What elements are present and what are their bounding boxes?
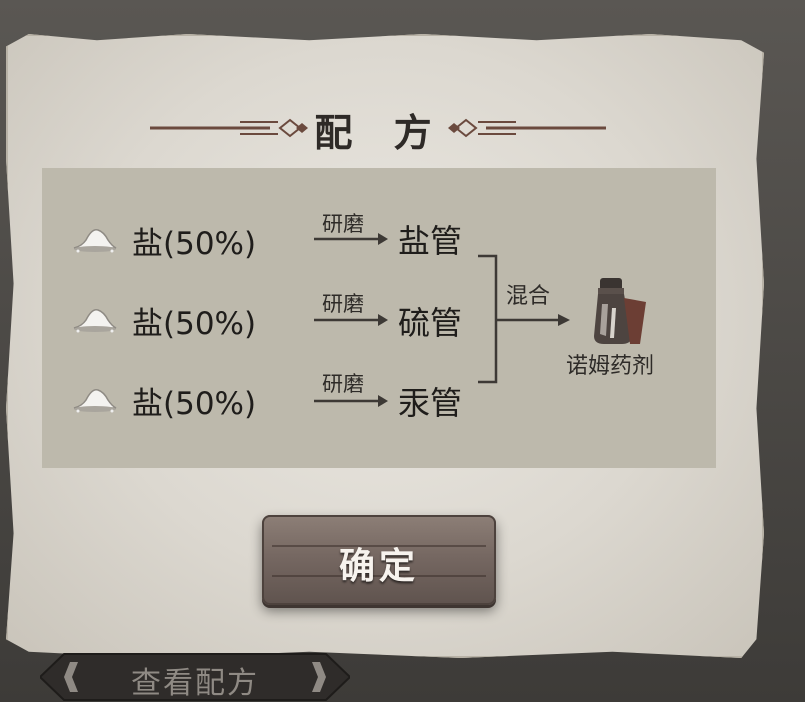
salt-pile-icon — [73, 388, 117, 413]
wood-plank-line — [272, 545, 486, 547]
salt-pile-icon — [73, 228, 117, 253]
potion-label: 诺姆药剂 — [566, 354, 655, 379]
salt-pile-icon — [73, 308, 117, 333]
merge-bracket — [478, 254, 570, 384]
tab-frame — [40, 653, 350, 701]
title-ornament-right-icon — [448, 118, 606, 138]
chevron-right-icon — [312, 662, 326, 692]
process-label: 研磨 — [322, 212, 364, 236]
title-row: 配 方 — [150, 100, 610, 156]
ingredient-label: 盐(50%) — [132, 306, 257, 342]
arrow-right-icon — [314, 314, 388, 326]
potion-bottle-icon — [594, 278, 646, 344]
ingredient-label: 盐(50%) — [132, 226, 257, 262]
recipe-diagram: 盐(50%) 研磨 盐管 盐(50%) 研磨 硫管 盐(50%) 研磨 汞管 — [42, 168, 716, 468]
process-label: 研磨 — [322, 292, 364, 316]
view-recipe-tab-label: 查看配方 — [131, 666, 259, 701]
arrow-right-icon — [314, 233, 388, 245]
wood-plank-line — [272, 575, 486, 577]
product-label: 汞管 — [398, 384, 463, 422]
arrow-right-icon — [314, 395, 388, 407]
view-recipe-tab[interactable]: 查看配方 — [40, 652, 350, 702]
title-ornament-left-icon — [150, 118, 308, 138]
page-title: 配 方 — [314, 111, 446, 155]
chevron-left-icon — [64, 662, 78, 692]
confirm-button[interactable]: 确定 — [262, 515, 496, 605]
mix-label: 混合 — [506, 284, 551, 309]
confirm-button-label: 确定 — [338, 546, 419, 587]
product-label: 盐管 — [398, 222, 463, 260]
ingredient-label: 盐(50%) — [132, 386, 257, 422]
process-label: 研磨 — [322, 372, 364, 396]
product-label: 硫管 — [398, 304, 463, 342]
